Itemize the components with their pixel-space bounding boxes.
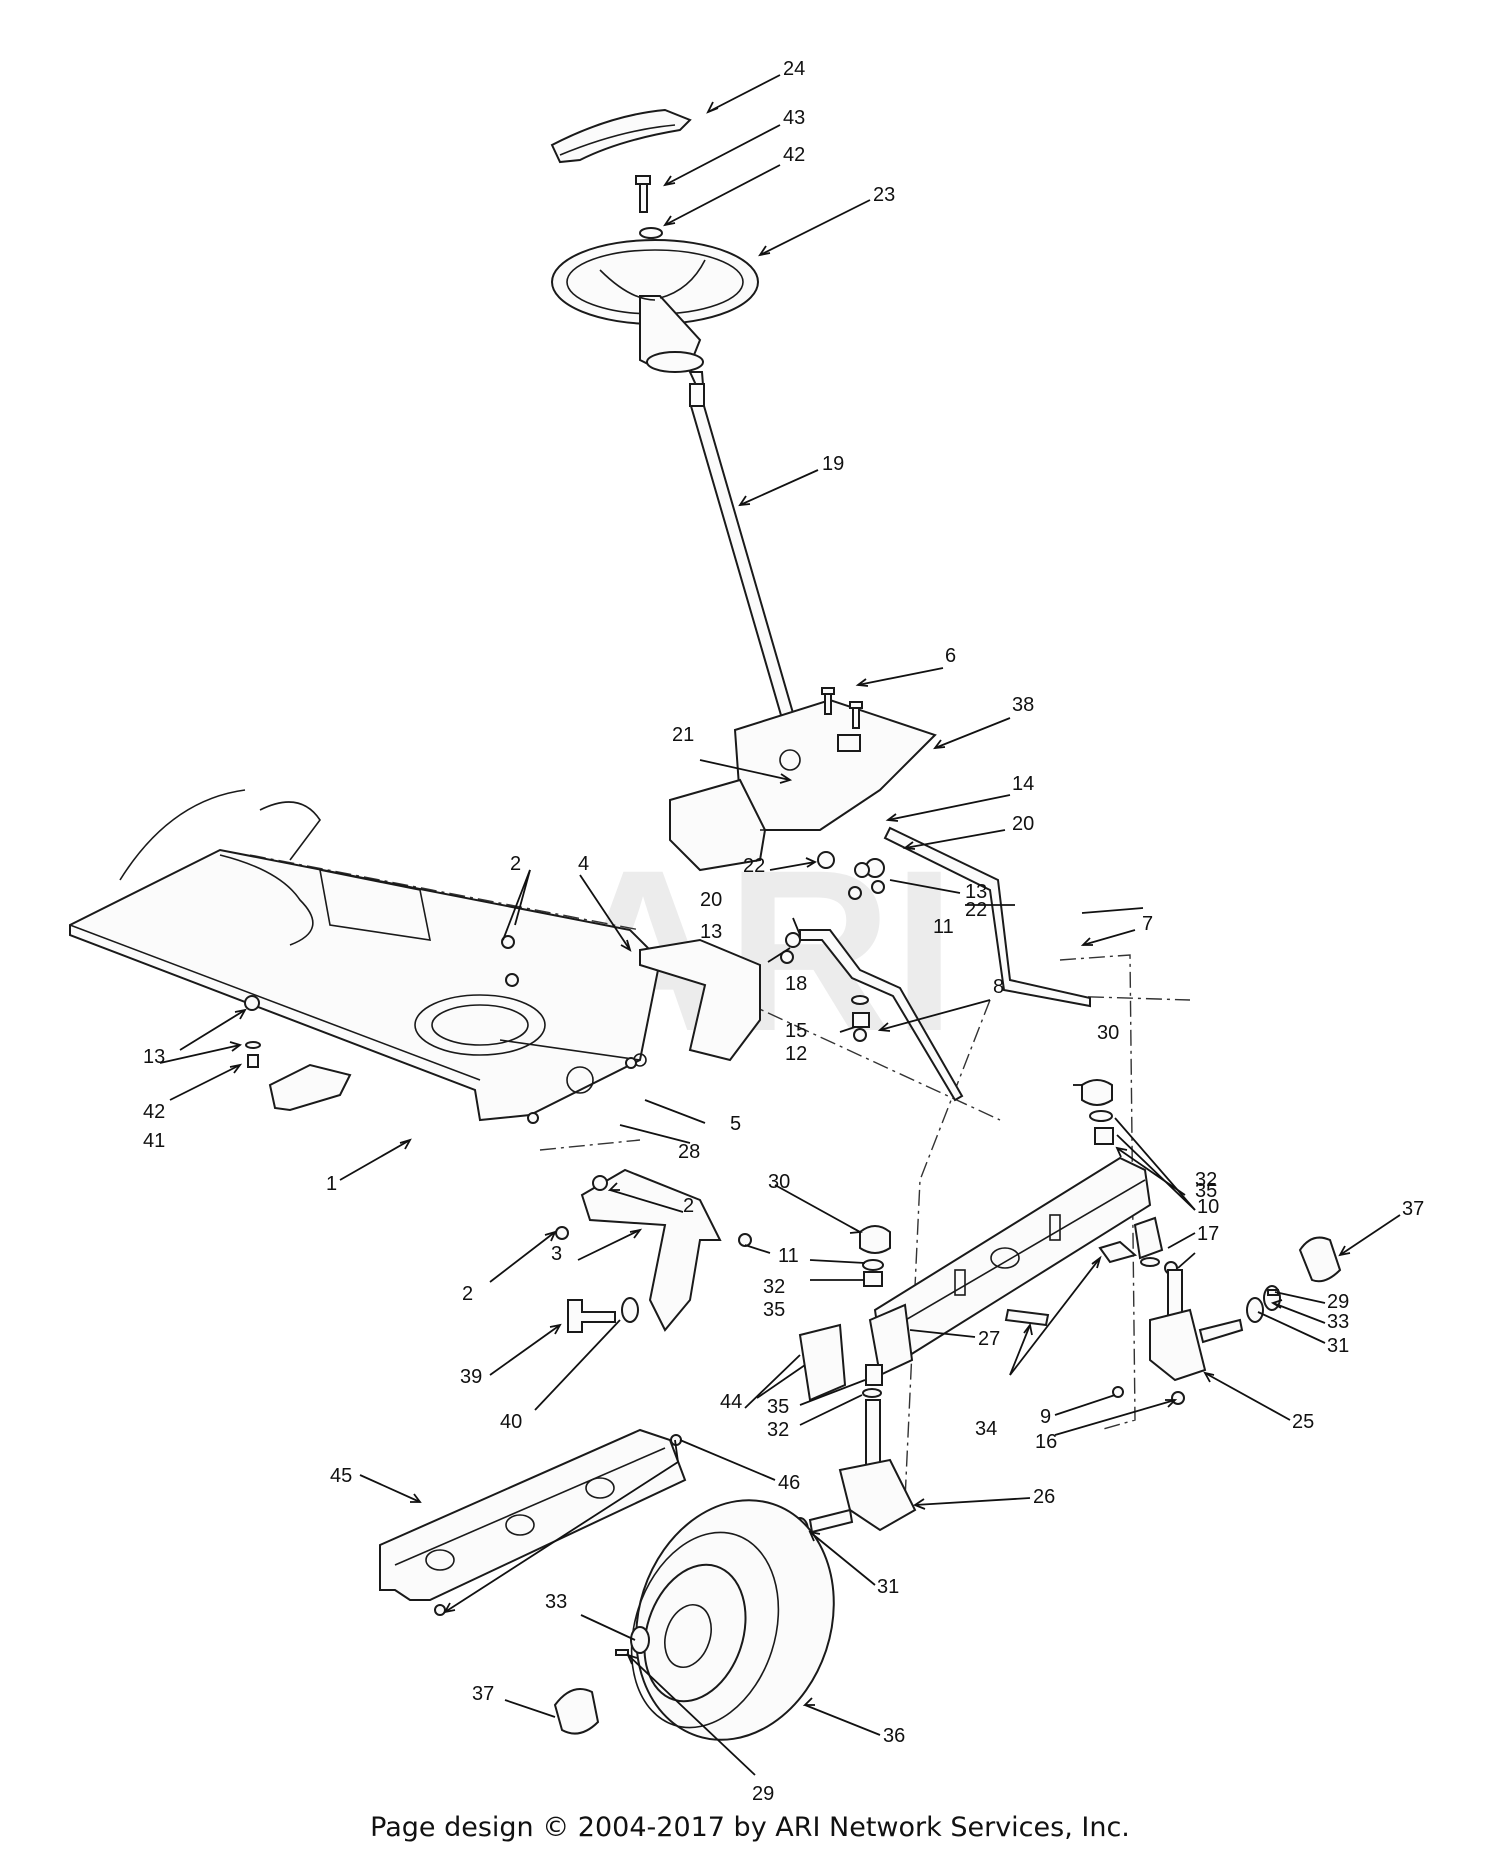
callout-30: 30	[1097, 1022, 1119, 1044]
callout-14: 14	[1012, 773, 1034, 795]
callout-40: 40	[500, 1411, 522, 1433]
callout-35: 35	[1195, 1180, 1217, 1202]
callout-22: 22	[965, 899, 987, 921]
callout-35: 35	[763, 1299, 785, 1321]
callout-31: 31	[877, 1576, 899, 1598]
callout-25: 25	[1292, 1411, 1314, 1433]
callout-42: 42	[783, 144, 805, 166]
callout-13: 13	[700, 921, 722, 943]
callout-22: 22	[743, 855, 765, 877]
callout-37: 37	[1402, 1198, 1424, 1220]
callout-9: 9	[1040, 1406, 1051, 1428]
front-bumper	[379, 1428, 687, 1616]
pivot-bolt	[567, 1297, 639, 1333]
cap-screw	[635, 175, 651, 213]
callout-4: 4	[578, 853, 589, 875]
callout-arrows	[159, 74, 1401, 1776]
callout-2: 2	[683, 1195, 694, 1217]
callout-36: 36	[883, 1725, 905, 1747]
left-spindle	[791, 1399, 917, 1543]
steering-shaft	[688, 371, 797, 724]
callout-15: 15	[785, 1020, 807, 1042]
callout-5: 5	[730, 1113, 741, 1135]
callout-2: 2	[510, 853, 521, 875]
callout-18: 18	[785, 973, 807, 995]
callout-32: 32	[1195, 1169, 1217, 1191]
callout-38: 38	[1012, 694, 1034, 716]
axle-bushings-left	[798, 1225, 891, 1402]
callout-30: 30	[768, 1171, 790, 1193]
callout-23: 23	[873, 184, 895, 206]
left-hub-hardware	[553, 1626, 650, 1735]
callout-17: 17	[1197, 1223, 1219, 1245]
callout-20: 20	[1012, 813, 1034, 835]
callout-10: 10	[1197, 1196, 1219, 1218]
callout-44: 44	[720, 1391, 742, 1413]
callout-3: 3	[551, 1243, 562, 1265]
callout-6: 6	[945, 645, 956, 667]
callout-32: 32	[763, 1276, 785, 1298]
callout-7: 7	[1142, 913, 1153, 935]
callout-1: 1	[326, 1173, 337, 1195]
axle-support-bracket	[555, 1168, 752, 1332]
callout-43: 43	[783, 107, 805, 129]
callout-29: 29	[1327, 1291, 1349, 1313]
frame-hardware-left	[244, 935, 637, 1124]
steering-wheel-cap	[550, 108, 692, 164]
callout-29: 29	[752, 1783, 774, 1805]
callout-11: 11	[778, 1245, 799, 1267]
callout-35: 35	[767, 1396, 789, 1418]
cap-washer	[639, 227, 663, 239]
callout-28: 28	[678, 1141, 700, 1163]
callout-19: 19	[822, 453, 844, 475]
callout-20: 20	[700, 889, 722, 911]
callout-33: 33	[1327, 1311, 1349, 1333]
drag-link	[883, 826, 1091, 1008]
copyright-footer: Page design © 2004-2017 by ARI Network S…	[370, 1812, 1130, 1843]
front-axle	[868, 1156, 1152, 1377]
steering-support-bracket	[669, 698, 937, 872]
callout-27: 27	[978, 1328, 1000, 1350]
frame-bracket	[639, 938, 761, 1062]
callout-32: 32	[767, 1419, 789, 1441]
callout-46: 46	[778, 1472, 800, 1494]
axle-pivot-bolt	[1004, 1308, 1050, 1327]
callout-33: 33	[545, 1591, 567, 1613]
callout-37: 37	[472, 1683, 494, 1705]
callout-41: 41	[143, 1130, 165, 1152]
callout-31: 31	[1327, 1335, 1349, 1357]
callout-8: 8	[993, 976, 1004, 998]
callout-11: 11	[933, 916, 954, 938]
steering-wheel	[551, 239, 759, 373]
callout-16: 16	[1035, 1431, 1057, 1453]
callout-labels: 24 43 42 23 19 6 38 21 14 20 22 13 22 20…	[143, 58, 1424, 1805]
callout-24: 24	[783, 58, 805, 80]
callout-21: 21	[672, 724, 694, 746]
callout-13: 13	[965, 881, 987, 903]
tie-rod	[799, 929, 964, 1102]
steering-gear-nuts	[780, 851, 885, 964]
right-spindle	[1112, 1269, 1244, 1405]
callout-45: 45	[330, 1465, 352, 1487]
tie-rod-hardware	[851, 995, 870, 1042]
bracket-bolts	[821, 687, 863, 729]
callout-39: 39	[460, 1366, 482, 1388]
axle-bushings-right	[1081, 1079, 1178, 1275]
callout-13: 13	[143, 1046, 165, 1068]
callout-12: 12	[785, 1043, 807, 1065]
callout-34: 34	[975, 1418, 997, 1440]
callout-26: 26	[1033, 1486, 1055, 1508]
front-wheel	[630, 1499, 835, 1741]
callout-42: 42	[143, 1101, 165, 1123]
callout-2: 2	[462, 1283, 473, 1305]
